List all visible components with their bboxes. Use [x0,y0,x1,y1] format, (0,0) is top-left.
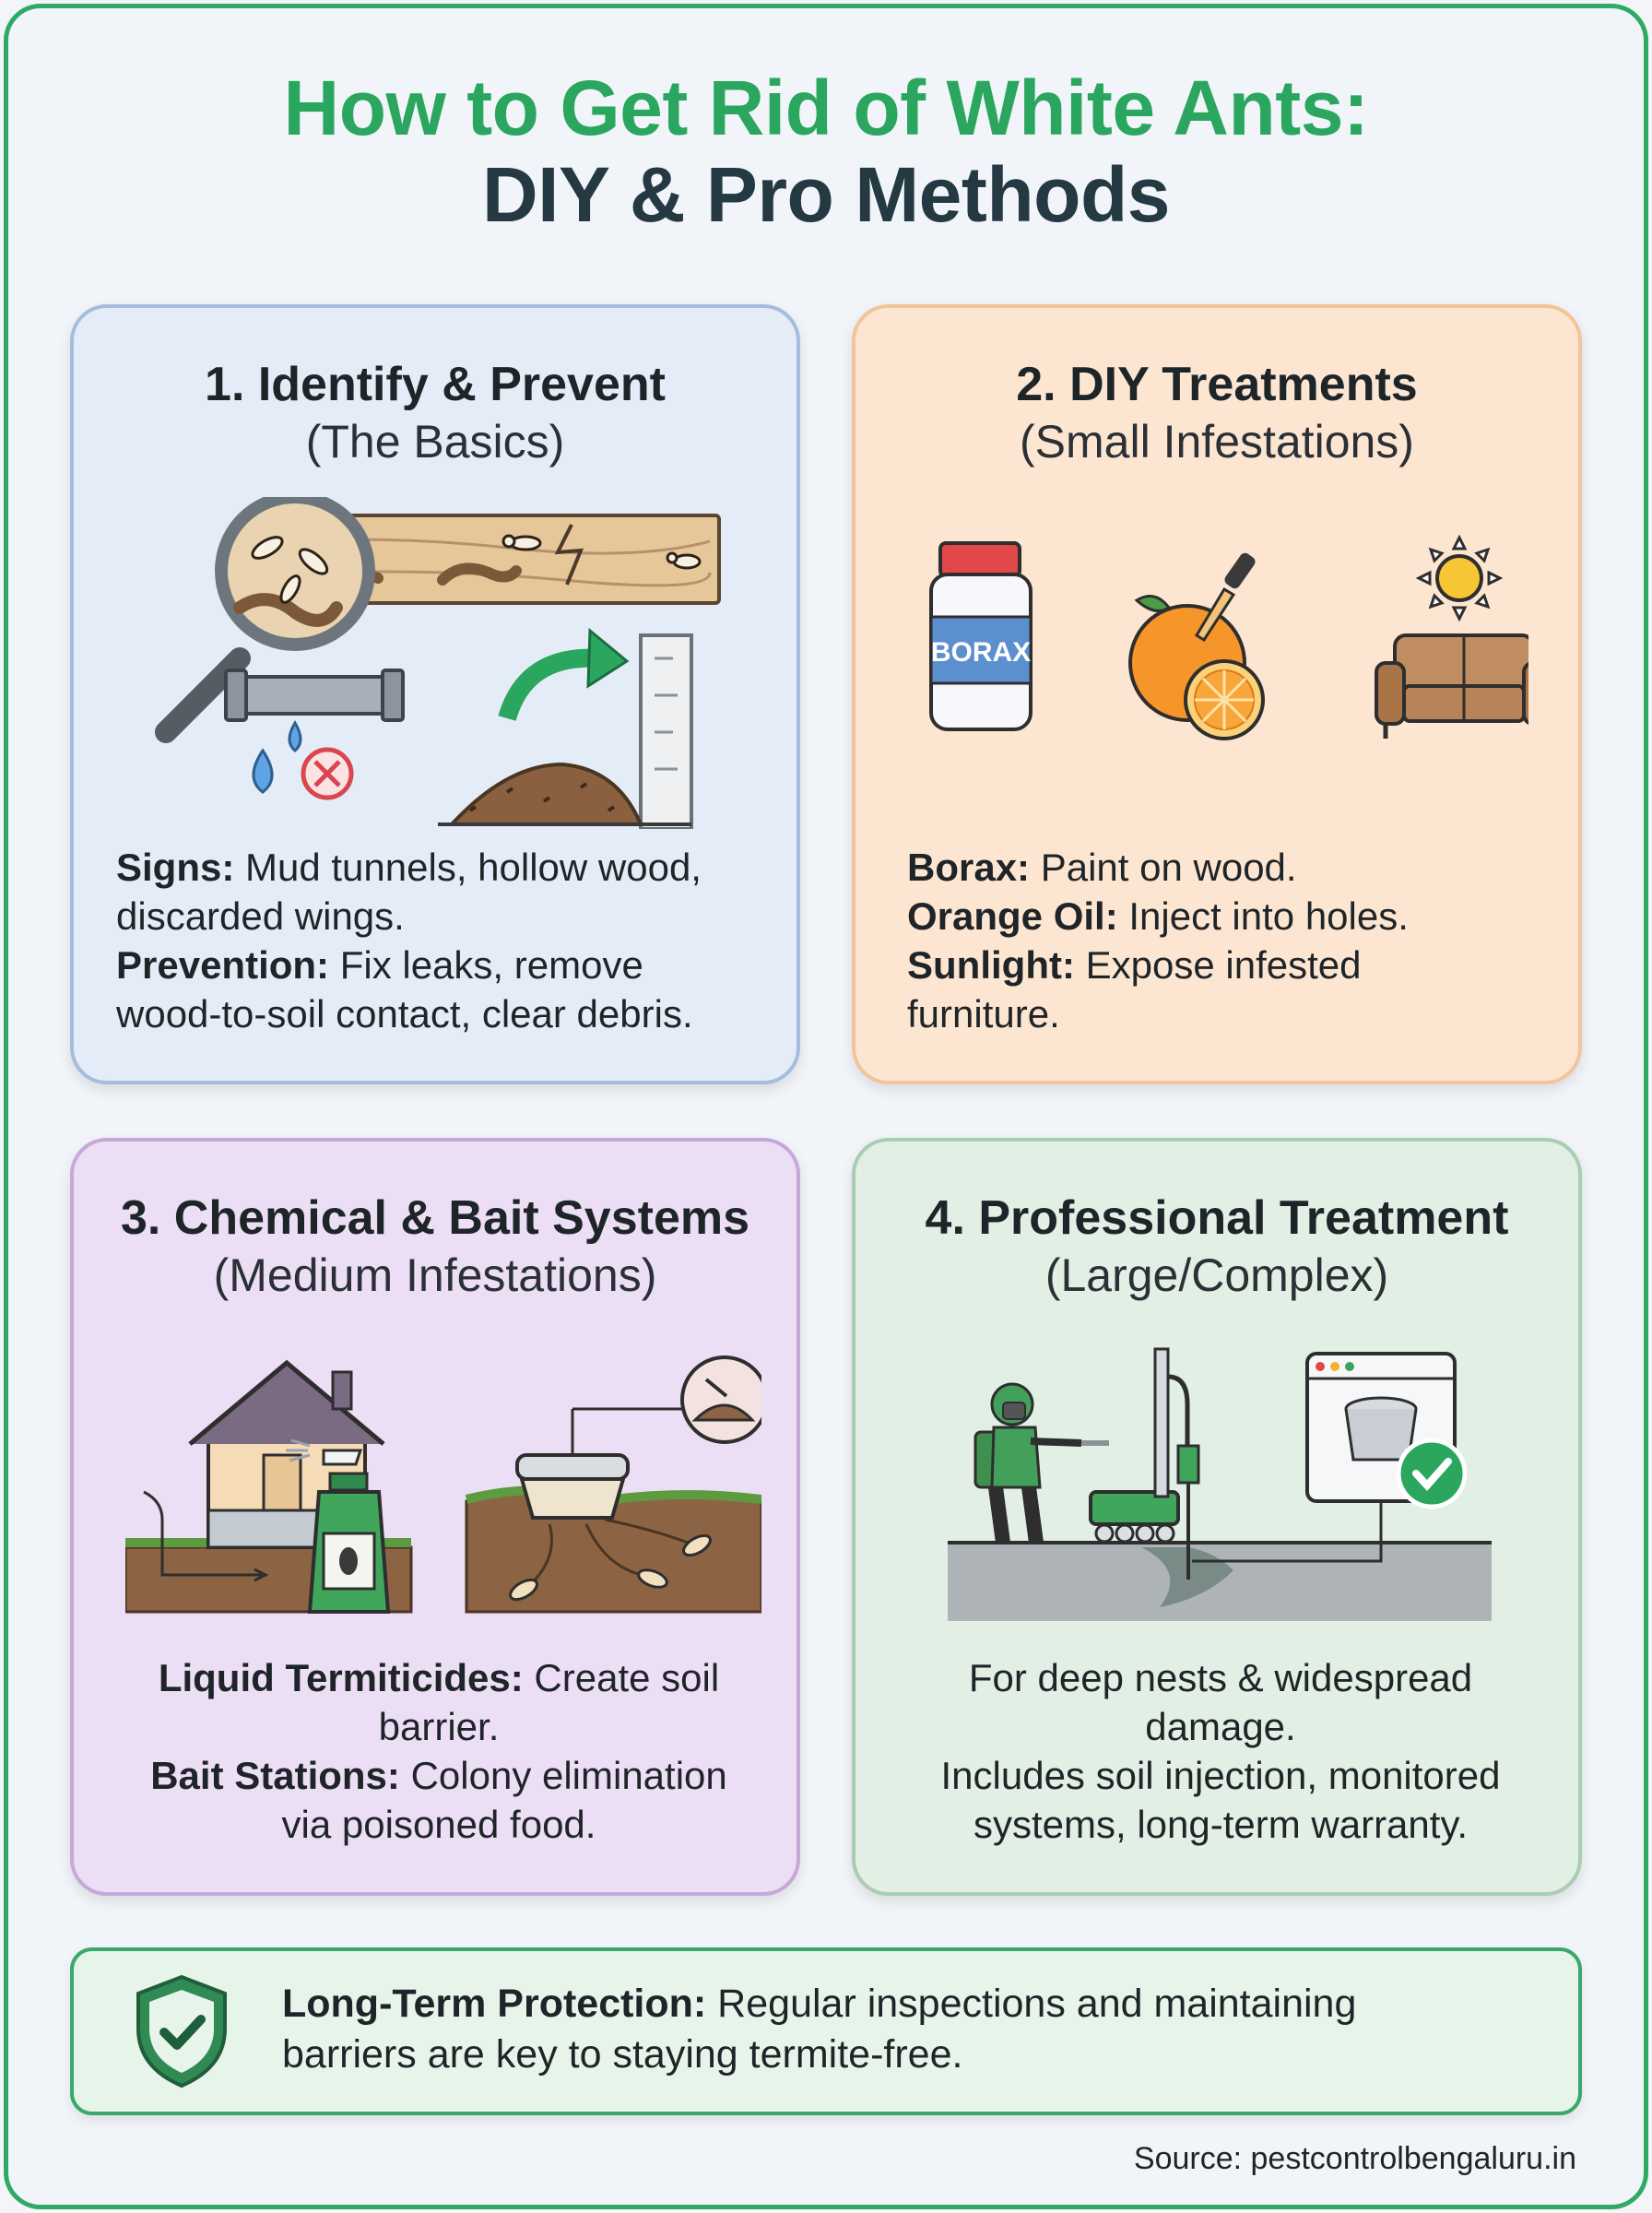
page-title: How to Get Rid of White Ants: DIY & Pro … [0,65,1652,238]
bait-station-icon [465,1355,761,1614]
card-description: Signs: Mud tunnels, hollow wood, discard… [116,846,702,1035]
card-description: For deep nests & widespread damage. Incl… [940,1656,1501,1846]
ground-icon [948,1541,1492,1621]
card-professional-treatment: 4. Professional Treatment (Large/Complex… [852,1138,1582,1896]
sofa-icon [1375,633,1528,739]
card-header: 4. Professional Treatment (Large/Complex… [856,1189,1578,1304]
card-chemical-bait: 3. Chemical & Bait Systems (Medium Infes… [70,1138,800,1896]
footer-text: Long-Term Protection: Regular inspection… [282,1982,1357,2077]
termite-icon [509,1533,712,1602]
orange-dropper-icon [1128,552,1265,740]
leaking-pipe-icon [224,669,405,794]
shield-check-icon [136,1974,227,2089]
diy-treatments-illustration: BORAX [929,534,1528,740]
long-term-protection-box: Long-Term Protection: Regular inspection… [70,1947,1582,2115]
card-title: 1. Identify & Prevent [205,358,666,411]
card-subtitle: (Medium Infestations) [213,1249,657,1301]
card-header: 3. Chemical & Bait Systems (Medium Infes… [74,1189,796,1304]
injection-rig-icon [1089,1347,1200,1580]
spray-bottle-icon [286,1438,391,1614]
arrow-icon [498,627,630,722]
soil-pile-icon [438,633,693,829]
borax-label: BORAX [931,637,1031,668]
card-description: Borax: Paint on wood. Orange Oil: Inject… [907,846,1409,1035]
check-circle-icon [1396,1438,1468,1509]
title-line-2: DIY & Pro Methods [481,151,1171,238]
professional-treatment-illustration [948,1347,1492,1621]
card-subtitle: (Large/Complex) [1044,1249,1389,1301]
card-title: 3. Chemical & Bait Systems [120,1191,750,1245]
no-icon [301,747,354,800]
card-header: 2. DIY Treatments (Small Infestations) [856,356,1578,470]
identify-prevent-illustration [155,497,721,829]
card-diy-treatments: 2. DIY Treatments (Small Infestations) B… [852,304,1582,1084]
borax-bottle-icon: BORAX [929,541,1032,731]
card-subtitle: (Small Infestations) [1020,416,1414,467]
termite-icon [502,534,702,570]
card-identify-prevent: 1. Identify & Prevent (The Basics) [70,304,800,1084]
sun-icon [1415,534,1504,622]
technician-icon [974,1382,1109,1544]
card-title: 2. DIY Treatments [1016,358,1418,411]
card-subtitle: (The Basics) [305,416,565,467]
card-header: 1. Identify & Prevent (The Basics) [74,356,796,470]
card-title: 4. Professional Treatment [925,1191,1509,1245]
title-line-1: How to Get Rid of White Ants: [283,65,1369,151]
source-credit: Source: pestcontrolbengaluru.in [1133,2141,1576,2176]
chemical-bait-illustration [125,1355,761,1614]
card-description: Liquid Termiticides: Create soil barrier… [150,1656,727,1846]
